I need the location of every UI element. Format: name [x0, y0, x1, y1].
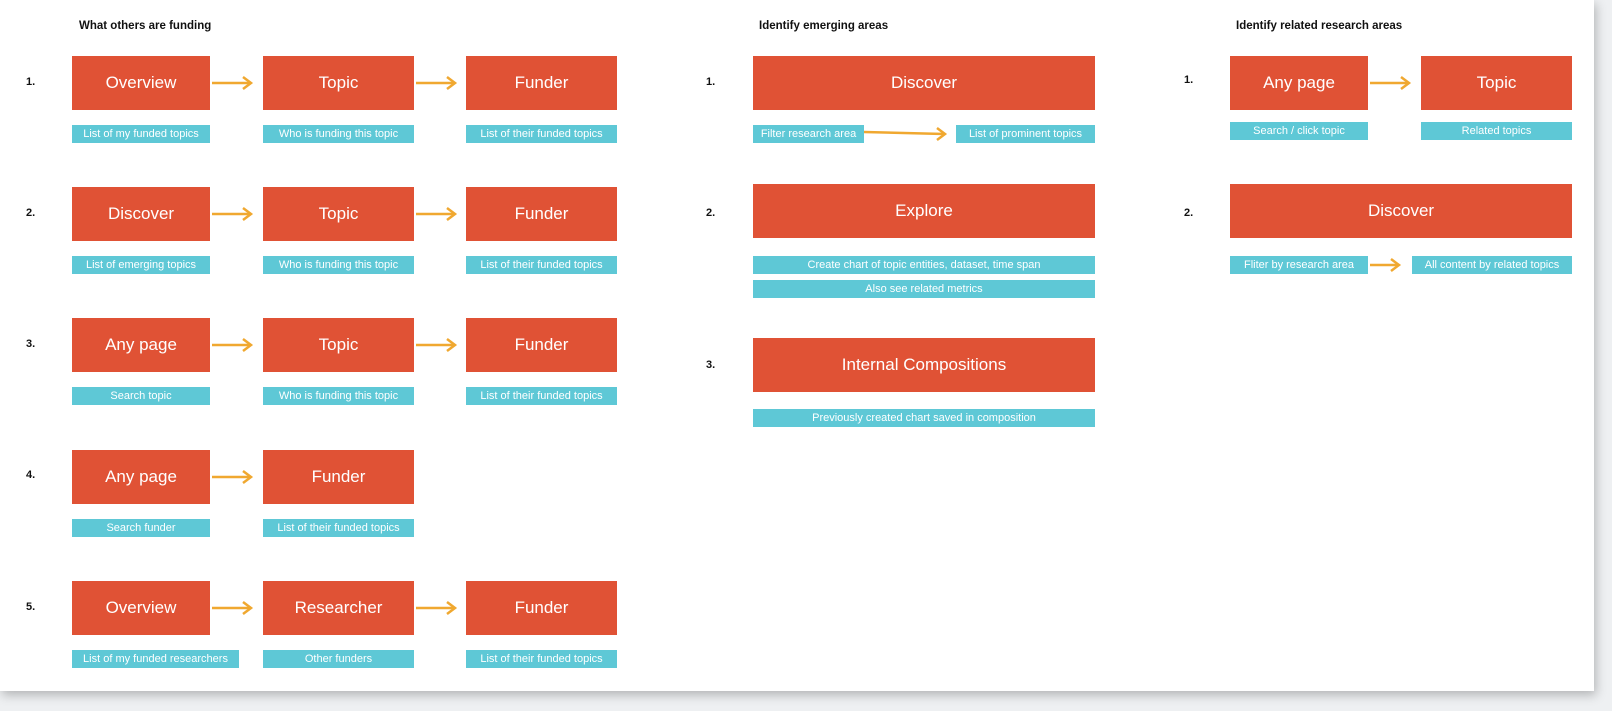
- step-box-funder: Funder: [466, 56, 617, 110]
- tag-label: Previously created chart saved in compos…: [753, 409, 1095, 427]
- tag-label: Search funder: [72, 519, 210, 537]
- tag-label: List of emerging topics: [72, 256, 210, 274]
- tag-label: Who is funding this topic: [263, 125, 414, 143]
- tag-label: List of their funded topics: [263, 519, 414, 537]
- arrow-icon: [416, 207, 458, 221]
- flow-number: 3.: [706, 359, 716, 371]
- arrow-icon: [212, 207, 254, 221]
- step-box-funder: Funder: [466, 187, 617, 241]
- tag-label: Search topic: [72, 387, 210, 405]
- step-box-explore: Explore: [753, 184, 1095, 238]
- tag-label: Search / click topic: [1230, 122, 1368, 140]
- step-box-discover: Discover: [72, 187, 210, 241]
- tag-label: Also see related metrics: [753, 280, 1095, 298]
- step-box-any-page: Any page: [1230, 56, 1368, 110]
- step-box-any-page: Any page: [72, 318, 210, 372]
- arrow-icon: [416, 76, 458, 90]
- flow-number: 2.: [26, 207, 36, 219]
- step-box-topic: Topic: [263, 56, 414, 110]
- tag-label: Related topics: [1421, 122, 1572, 140]
- tag-label: List of their funded topics: [466, 125, 617, 143]
- tag-label: Who is funding this topic: [263, 387, 414, 405]
- heading-identify-emerging-areas: Identify emerging areas: [759, 20, 889, 32]
- tag-label: List of my funded topics: [72, 125, 210, 143]
- arrow-icon: [1370, 258, 1402, 272]
- flow-number: 1.: [26, 76, 36, 88]
- flow-number: 3.: [26, 338, 36, 350]
- arrow-icon: [212, 601, 254, 615]
- tag-label: Fliter by research area: [1230, 256, 1368, 274]
- arrow-icon: [416, 338, 458, 352]
- tag-label: List of their funded topics: [466, 650, 617, 668]
- step-box-overview: Overview: [72, 581, 210, 635]
- tag-label: Create chart of topic entities, dataset,…: [753, 256, 1095, 274]
- flow-number: 1.: [706, 76, 716, 88]
- arrow-icon: [212, 338, 254, 352]
- tag-label: Other funders: [263, 650, 414, 668]
- diagram-canvas: What others are funding 1. Overview Topi…: [0, 0, 1594, 691]
- tag-label: List of my funded researchers: [72, 650, 239, 668]
- step-box-internal-compositions: Internal Compositions: [753, 338, 1095, 392]
- arrow-icon: [212, 470, 254, 484]
- flow-number: 2.: [1184, 207, 1194, 219]
- arrow-icon: [1370, 76, 1412, 90]
- step-box-funder: Funder: [466, 318, 617, 372]
- step-box-funder: Funder: [466, 581, 617, 635]
- tag-label: Filter research area: [753, 125, 864, 143]
- flow-number: 2.: [706, 207, 716, 219]
- tag-label: List of their funded topics: [466, 256, 617, 274]
- heading-identify-related-research-areas: Identify related research areas: [1236, 20, 1403, 32]
- heading-what-others-funding: What others are funding: [79, 20, 212, 32]
- step-box-topic: Topic: [1421, 56, 1572, 110]
- step-box-any-page: Any page: [72, 450, 210, 504]
- arrow-icon: [212, 76, 254, 90]
- step-box-researcher: Researcher: [263, 581, 414, 635]
- step-box-topic: Topic: [263, 187, 414, 241]
- flow-number: 5.: [26, 601, 36, 613]
- step-box-topic: Topic: [263, 318, 414, 372]
- arrow-icon: [416, 601, 458, 615]
- arrow-icon: [863, 127, 948, 141]
- tag-label: Who is funding this topic: [263, 256, 414, 274]
- step-box-overview: Overview: [72, 56, 210, 110]
- tag-label: All content by related topics: [1412, 256, 1572, 274]
- step-box-discover: Discover: [753, 56, 1095, 110]
- flow-number: 1.: [1184, 74, 1194, 86]
- flow-number: 4.: [26, 469, 36, 481]
- step-box-discover: Discover: [1230, 184, 1572, 238]
- tag-label: List of prominent topics: [956, 125, 1095, 143]
- tag-label: List of their funded topics: [466, 387, 617, 405]
- step-box-funder: Funder: [263, 450, 414, 504]
